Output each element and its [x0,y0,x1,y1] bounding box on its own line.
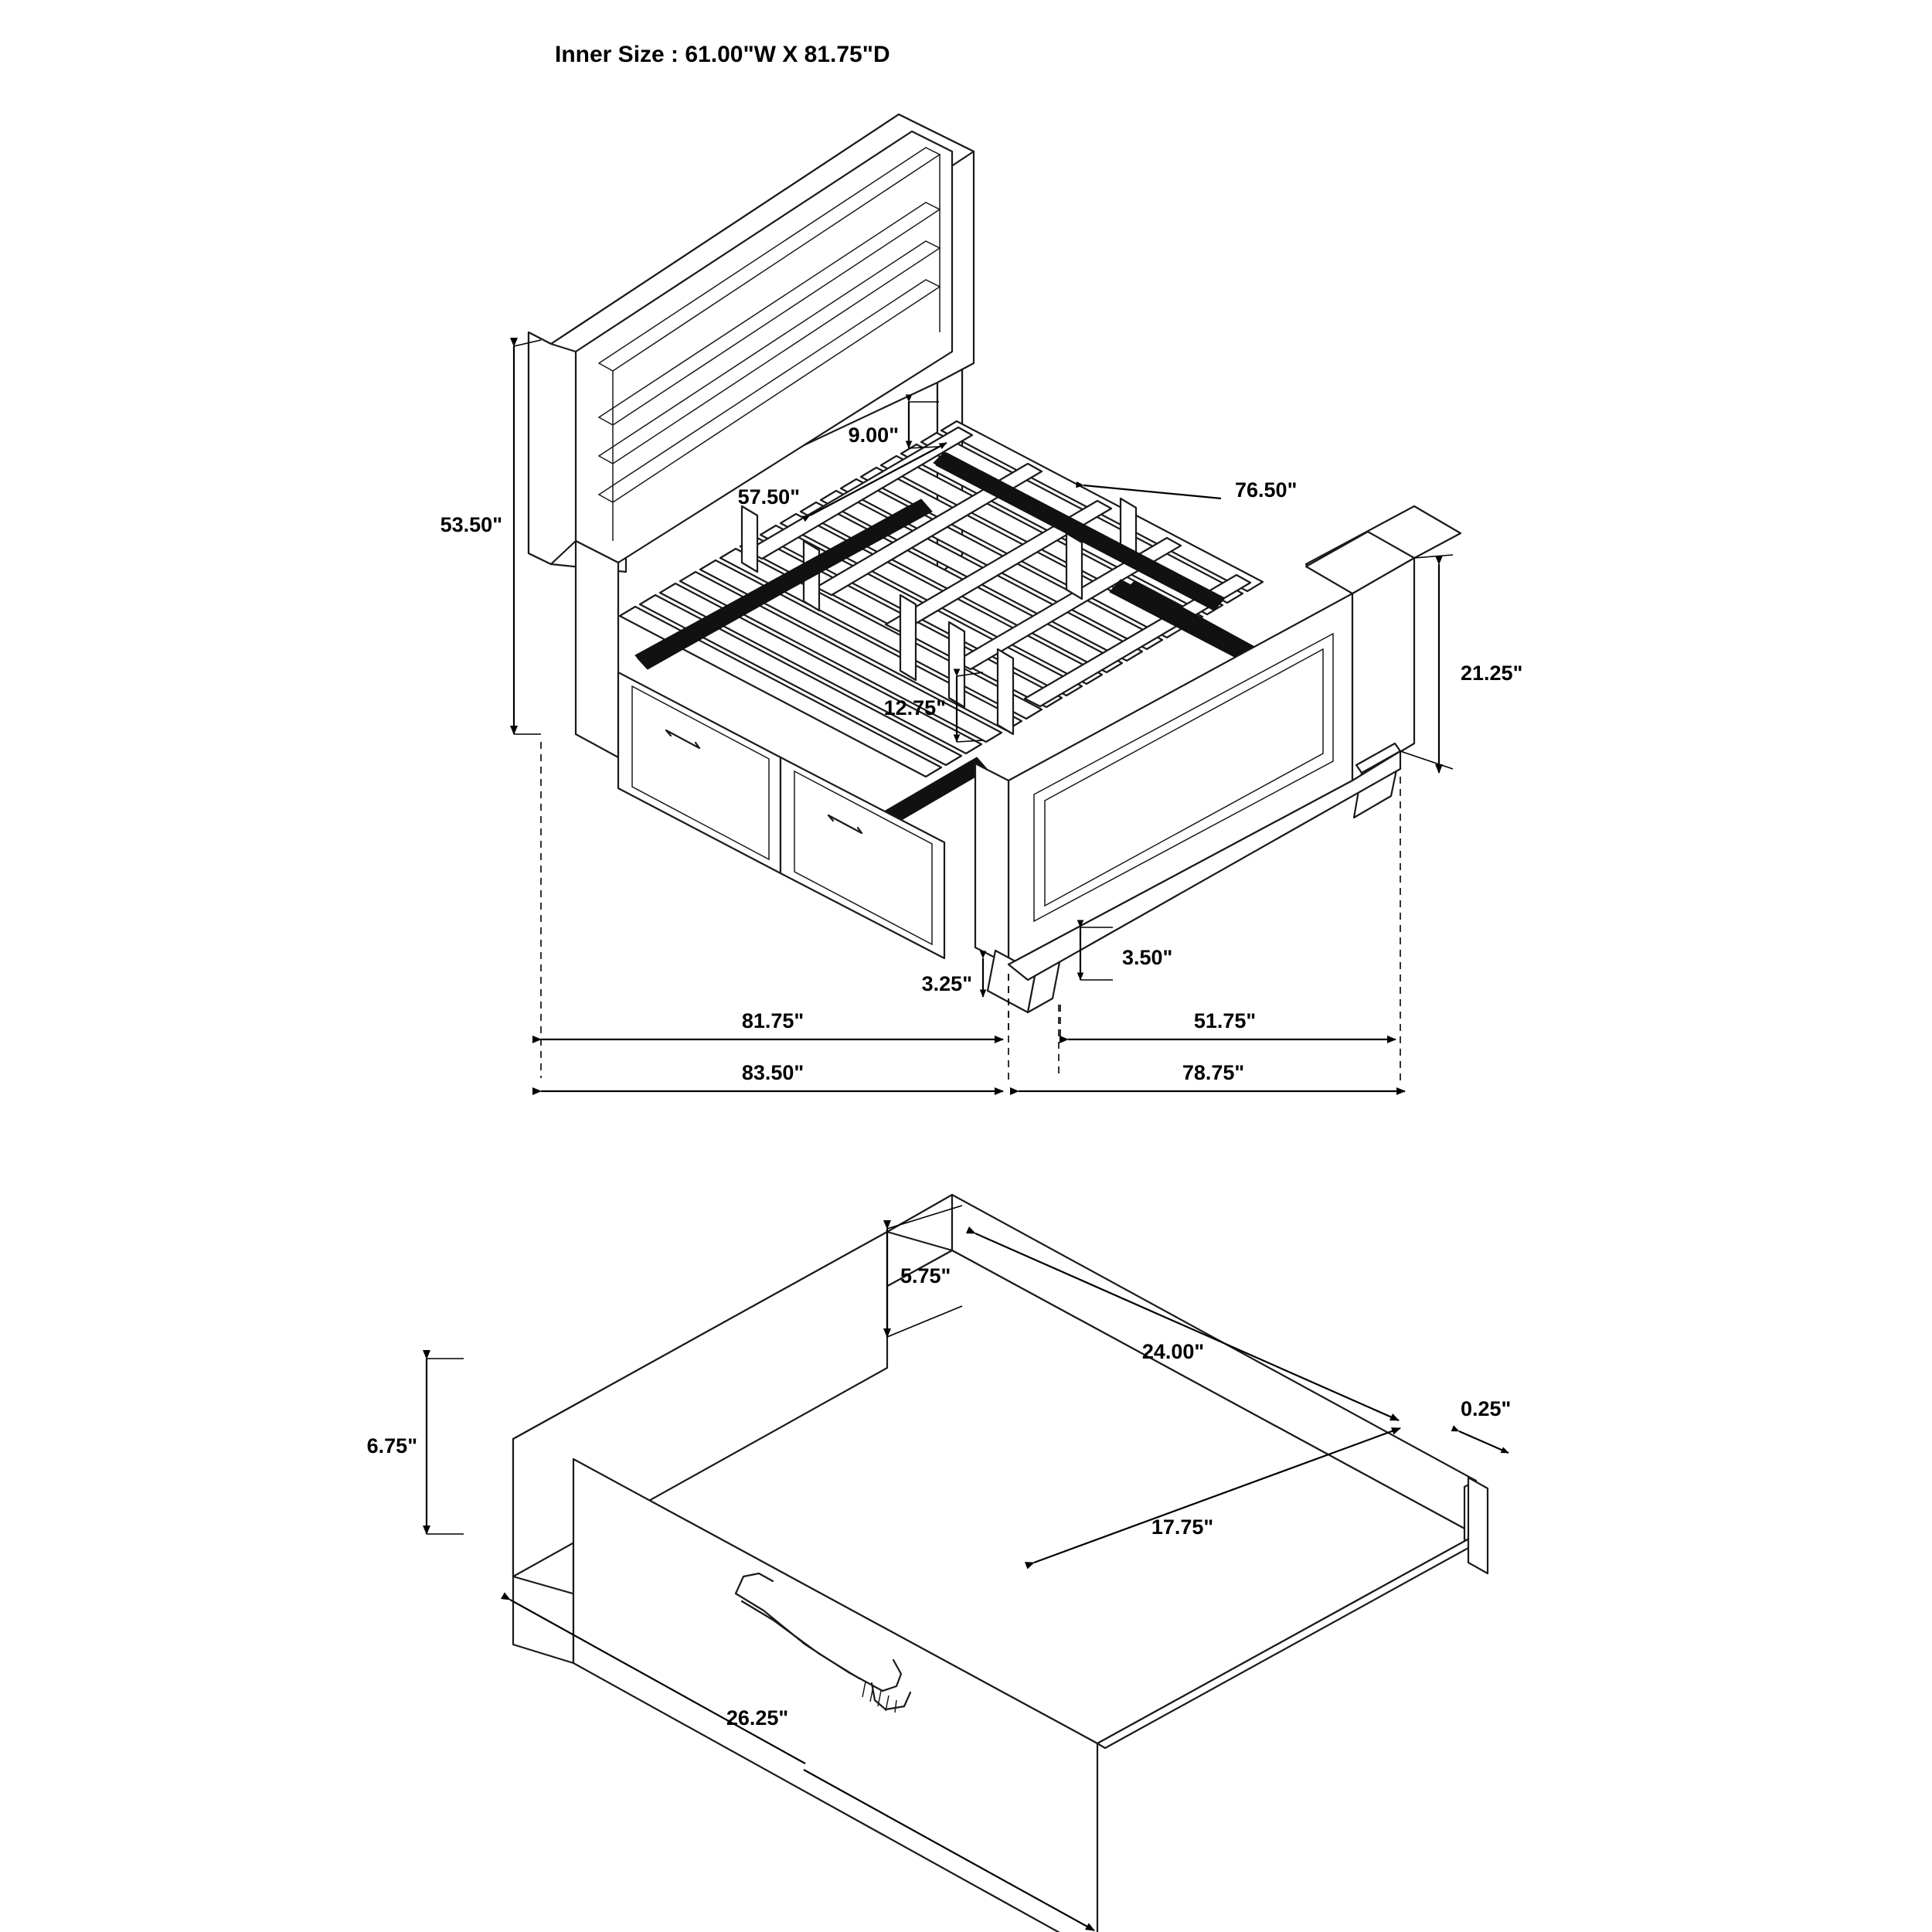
dim-12-75: 12.75" [884,668,984,743]
dim-57-50: 57.50" [738,442,947,522]
dim-label-21-25: 21.25" [1461,662,1522,685]
dim-5-75: 5.75" [883,1205,963,1338]
dim-76-50: 76.50" [1076,478,1297,502]
page-title: Inner Size : 61.00"W X 81.75"D [555,42,890,67]
headboard [527,113,975,577]
dim-53-50: 53.50" [440,338,542,735]
dim-label-83-50: 83.50" [742,1061,804,1084]
dim-3-25: 3.25" [922,951,987,998]
dim-label-81-75: 81.75" [742,1009,804,1032]
drawer-handle [734,1572,912,1713]
dim-label-12-75: 12.75" [884,696,946,719]
bottom-dimension-chain: 81.75" 83.50" 51.75" 78.75" [532,742,1406,1095]
dim-0-25: 0.25" [1451,1397,1511,1454]
dim-label-24-00: 24.00" [1142,1340,1204,1363]
dim-label-3-25: 3.25" [922,972,972,995]
footboard [974,505,1462,1014]
dim-label-57-50-b: 57.50" [738,485,800,509]
dim-label-3-50: 3.50" [1122,946,1172,969]
under-bed-drawers [617,671,946,960]
dim-label-76-50: 76.50" [1235,478,1297,502]
bed-assembly-view: 53.50" 9.00" 57.50" 76.50" [440,113,1522,1095]
dim-26-25: 26.25" [500,1592,1095,1931]
dim-label-26-25: 26.25" [726,1706,788,1730]
dim-label-9-00: 9.00" [849,423,899,447]
finger-joints [1467,1476,1489,1575]
dim-6-75: 6.75" [367,1350,464,1535]
dim-label-0-25: 0.25" [1461,1397,1511,1420]
dim-label-53-50: 53.50" [440,513,502,536]
dim-3-50: 3.50" [1077,920,1172,981]
dim-label-6-75: 6.75" [367,1434,417,1458]
dim-label-51-75: 51.75" [1194,1009,1256,1032]
dim-21-25: 21.25" [1400,554,1522,774]
dim-label-78-75: 78.75" [1182,1061,1244,1084]
storage-drawer-view: 5.75" 6.75" 24.00" 17.75" [367,1193,1511,1932]
slat-platform [574,420,1270,835]
dim-label-17-75: 17.75" [1151,1515,1213,1539]
cross-rails [634,452,1270,835]
dim-17-75: 17.75" [1024,1427,1401,1570]
dim-label-5-75: 5.75" [900,1264,951,1287]
dim-24-00: 24.00" [965,1226,1400,1422]
